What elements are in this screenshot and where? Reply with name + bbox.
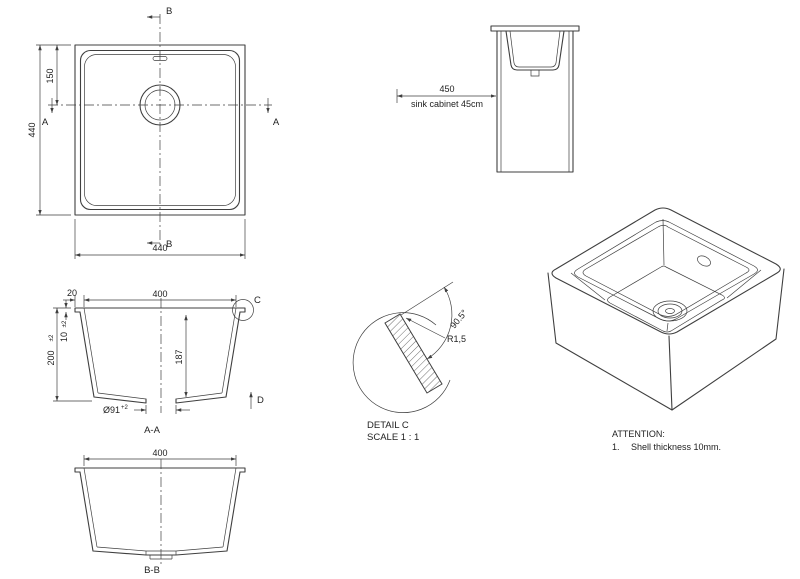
dim-overall-height: 440	[27, 122, 37, 137]
iso-bowl-top-edge	[582, 224, 750, 317]
view-arrow-d: D	[249, 392, 264, 409]
section-label-b-top: B	[166, 6, 172, 17]
dim-overall-depth-tol: ±2	[49, 334, 55, 341]
detail-c-scale: SCALE 1 : 1	[367, 432, 419, 443]
dim-flange-width: 20	[67, 288, 77, 298]
dim-opening-width: 400	[152, 289, 167, 299]
dim-drain-diameter: Ø91	[103, 405, 120, 415]
plan-centerlines	[48, 14, 272, 247]
section-bb-caption: B-B	[144, 565, 160, 576]
iso-drain-flange	[652, 300, 688, 322]
iso-bowl-bottom	[607, 265, 725, 333]
section-aa-outline	[74, 298, 246, 413]
dim-inner-depth: 187	[174, 349, 184, 364]
section-aa-caption: A-A	[144, 425, 161, 436]
iso-drain-center	[665, 308, 675, 314]
detail-boundary-arc	[352, 312, 451, 413]
isometric-view	[547, 207, 785, 411]
cabinet-caption: sink cabinet 45cm	[411, 99, 483, 109]
section-label-b-bottom: B	[166, 239, 172, 250]
iso-bowl-wall-edges	[570, 218, 762, 332]
section-aa-dimensions: 400 20 200 ±2 10 ±2 187 Ø91 +2	[46, 288, 237, 415]
section-label-a-left: A	[42, 117, 49, 128]
bb-drain-recess	[145, 551, 177, 560]
iso-drain-hole	[657, 303, 683, 319]
plan-dimensions: 440 150 440	[27, 44, 246, 259]
dim-overall-width: 440	[152, 243, 167, 253]
dim-cabinet-width: 450	[439, 84, 454, 94]
iso-outer-body	[547, 268, 785, 411]
view-arrow-d-label: D	[257, 395, 264, 406]
section-bb-outline	[74, 459, 246, 565]
iso-inner-rim	[574, 220, 758, 322]
dim-shell-thickness-tol: ±2	[62, 320, 68, 327]
plan-view: A A B B 440 150 440	[27, 6, 280, 259]
countertop	[490, 25, 580, 32]
bowl-outer-profile	[505, 30, 565, 71]
bowl-inner-profile	[509, 30, 561, 68]
dim-overall-depth: 200	[46, 350, 56, 365]
iso-outer-rim	[551, 207, 781, 335]
section-bb-view: 400 B-B	[74, 448, 246, 576]
attention-notes: ATTENTION: 1. Shell thickness 10mm.	[612, 429, 721, 452]
dim-drain-diameter-tol: +2	[121, 405, 129, 411]
cabinet-view: 450 sink cabinet 45cm	[396, 25, 580, 173]
dim-bb-opening-width: 400	[152, 448, 167, 458]
notes-title: ATTENTION:	[612, 429, 665, 439]
drain-stub	[530, 70, 540, 77]
note-1-text: Shell thickness 10mm.	[631, 442, 721, 452]
section-bb-dimensions: 400	[83, 448, 237, 466]
detail-callout: C	[232, 295, 261, 321]
cabinet-outline	[490, 25, 580, 173]
iso-overflow-hole	[697, 255, 711, 267]
detail-callout-label: C	[254, 295, 261, 306]
angle-label: 90.5°	[448, 307, 469, 330]
detail-section-hatch	[384, 313, 443, 394]
radius-label: R1,5	[447, 334, 466, 344]
angle-dimension-arc	[426, 286, 453, 360]
section-cut-marks: A A B B	[42, 6, 280, 250]
note-1-number: 1.	[612, 442, 620, 452]
cabinet-dimension: 450 sink cabinet 45cm	[396, 84, 496, 109]
section-label-a-right: A	[273, 117, 280, 128]
detail-c-view: 90.5° R1,5 DETAIL C SCALE 1 : 1	[352, 281, 470, 443]
dim-shell-thickness: 10	[59, 332, 69, 342]
detail-c-title: DETAIL C	[367, 420, 409, 431]
section-aa-view: 400 20 200 ±2 10 ±2 187 Ø91 +2 C D	[46, 288, 264, 436]
dim-drain-from-top: 150	[45, 68, 55, 83]
